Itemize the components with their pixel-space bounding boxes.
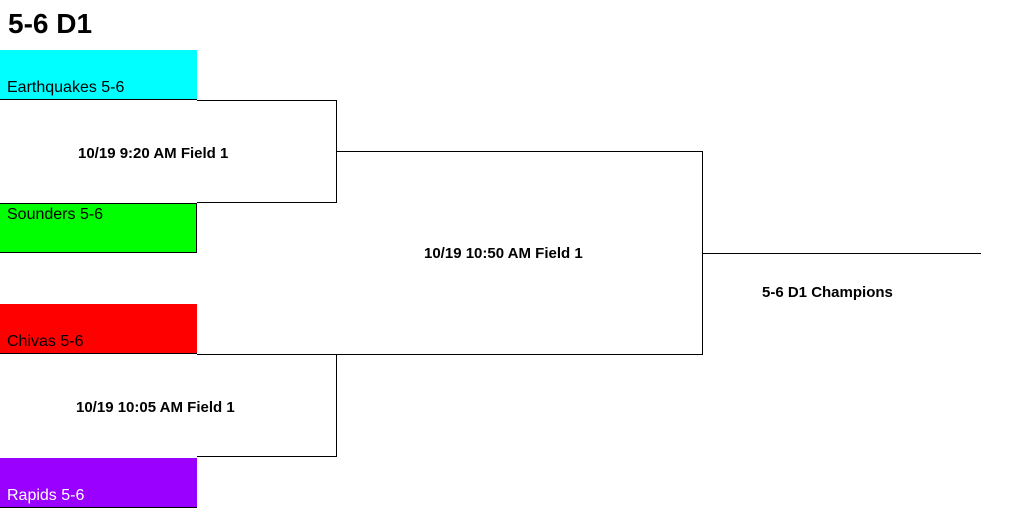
team-slot-3: Chivas 5-6 (0, 304, 197, 354)
bracket-line (197, 100, 337, 101)
semifinal-2-schedule: 10/19 10:05 AM Field 1 (76, 399, 235, 416)
final-schedule: 10/19 10:50 AM Field 1 (424, 245, 583, 262)
team-name: Rapids 5-6 (7, 487, 85, 504)
champion-label: 5-6 D1 Champions (762, 284, 893, 301)
semifinal-1-schedule: 10/19 9:20 AM Field 1 (78, 145, 229, 162)
bracket-line (336, 354, 337, 457)
bracket-line (197, 456, 337, 457)
champion-line (702, 253, 981, 254)
bracket-title: 5-6 D1 (8, 8, 93, 39)
team-name: Chivas 5-6 (7, 333, 84, 350)
team-slot-1: Earthquakes 5-6 (0, 50, 197, 100)
team-slot-2: Sounders 5-6 (0, 203, 197, 253)
bracket-line (197, 354, 703, 355)
team-slot-4: Rapids 5-6 (0, 458, 197, 508)
team-name: Sounders 5-6 (7, 206, 104, 223)
bracket-line (197, 202, 337, 203)
team-name: Earthquakes 5-6 (7, 79, 125, 96)
bracket-line (336, 151, 703, 152)
